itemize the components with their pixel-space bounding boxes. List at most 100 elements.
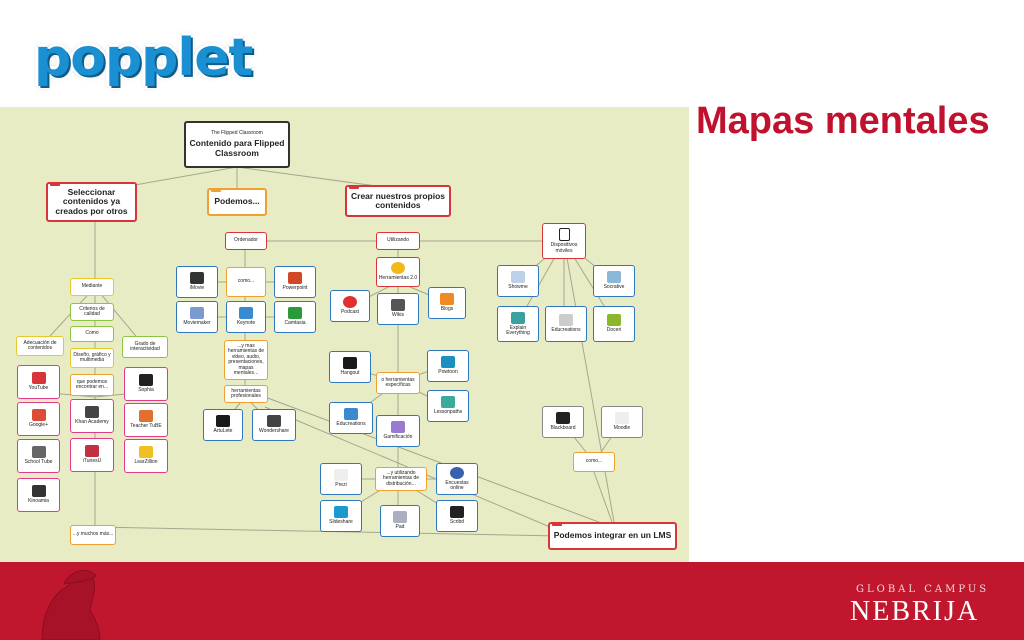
node-label: Hangout — [340, 370, 360, 377]
node-padlet[interactable]: Pad — [380, 505, 420, 537]
node-podemos[interactable]: Podemos... — [207, 188, 267, 216]
node-dispositivos[interactable]: Dispositivos móviles — [542, 223, 586, 259]
node-profesionales[interactable]: herramientas profesionales — [224, 385, 268, 403]
itunesu-icon — [85, 445, 99, 458]
socrative-icon — [607, 271, 621, 284]
node-label: Kinoamia — [28, 498, 49, 505]
youtube-icon — [31, 372, 46, 385]
node-powtoon[interactable]: Powtoon — [427, 350, 469, 382]
lessonpaths-icon — [441, 396, 455, 409]
node-powerpoint[interactable]: Powerpoint — [274, 266, 316, 298]
node-label: que podemos encontrar en... — [75, 378, 109, 390]
node-diseno[interactable]: Diseño, gráfico y multimedia — [70, 348, 114, 368]
node-doceri[interactable]: Doceri — [593, 306, 635, 342]
node-label: Ordenador — [234, 237, 258, 244]
node-especificas[interactable]: o herramientas específicas — [376, 372, 420, 394]
node-y-muchos[interactable]: ...y muchos más... — [70, 525, 116, 545]
node-educreations-site[interactable]: Educreations — [329, 402, 373, 434]
node-como-lms[interactable]: como... — [573, 452, 615, 472]
node-showme[interactable]: Showme — [497, 265, 539, 297]
node-label: Wondershare — [259, 428, 289, 435]
teachertube-icon — [139, 410, 153, 423]
node-moviemaker[interactable]: Moviemaker — [176, 301, 218, 333]
hangout-icon — [343, 357, 357, 370]
node-sophia[interactable]: Sophia — [124, 367, 168, 401]
wondershare-icon — [267, 415, 281, 428]
node-utilizando[interactable]: Utilizando — [376, 232, 420, 250]
node-label: Seleccionar contenidos ya creados por ot… — [55, 186, 128, 216]
node-mediante[interactable]: Mediante — [70, 278, 114, 296]
prezi-icon — [334, 469, 348, 482]
node-label: Gamificación — [383, 434, 413, 441]
node-label: Scribd — [449, 519, 465, 526]
node-schooltube[interactable]: School Tube — [17, 439, 60, 473]
node-crear[interactable]: Crear nuestros propios contenidos — [345, 185, 451, 217]
node-keynote[interactable]: Keynote — [226, 301, 266, 333]
node-label: Lessonpaths — [433, 409, 463, 416]
node-ordenador[interactable]: Ordenador — [225, 232, 267, 250]
node-teachertube[interactable]: Teacher TuBE — [124, 403, 168, 437]
node-label: Sophia — [138, 387, 154, 394]
node-kinoamia[interactable]: Kinoamia — [17, 478, 60, 512]
root-caption: The Flipped Classroom — [211, 129, 263, 136]
google-plus-icon — [31, 409, 46, 422]
popplet-logo: popplet — [34, 28, 253, 88]
node-distribucion[interactable]: ...y utilizando herramientas de distribu… — [375, 467, 427, 491]
node-prezi[interactable]: Prezi — [320, 463, 362, 495]
node-mas-herramientas[interactable]: ...y mas herramientas de video, audio, p… — [224, 340, 268, 380]
node-label: Socrative — [603, 284, 625, 291]
node-blackboard[interactable]: Blackboard — [542, 406, 584, 438]
node-label: Diseño, gráfico y multimedia — [73, 351, 111, 363]
global-campus-label: GLOBAL CAMPUS — [856, 584, 990, 595]
node-label: como... — [237, 278, 255, 285]
node-criterios[interactable]: Criterios de calidad — [70, 303, 114, 321]
node-podcast[interactable]: Podcast — [330, 290, 370, 322]
root-label: Contenido para Flipped Classroom — [189, 138, 285, 158]
node-label: Blackboard — [550, 425, 576, 432]
node-label: ArtuLete — [213, 428, 233, 435]
node-blogs[interactable]: Blogs — [428, 287, 466, 319]
node-label: Educreations — [551, 327, 581, 334]
node-gamificacion[interactable]: Gamificación — [376, 415, 420, 447]
root-node[interactable]: The Flipped Classroom Contenido para Fli… — [184, 121, 290, 168]
node-lessonpaths[interactable]: Lessonpaths — [427, 390, 469, 422]
schooltube-icon — [31, 446, 46, 459]
node-label: Pad — [395, 524, 405, 531]
khan-icon — [85, 406, 99, 419]
node-imovie[interactable]: iMovie — [176, 266, 218, 298]
node-tab — [552, 524, 562, 526]
node-web20[interactable]: Herramientas 2.0 — [376, 257, 420, 287]
node-learnzillion[interactable]: LearZillion — [124, 439, 168, 473]
node-camtasia[interactable]: Camtasia — [274, 301, 316, 333]
padlet-icon — [393, 511, 407, 524]
node-grado[interactable]: Grado de interactividad — [122, 336, 168, 358]
node-socrative[interactable]: Socrative — [593, 265, 635, 297]
node-encuestas[interactable]: Encuestas online — [436, 463, 478, 495]
node-itunesu[interactable]: iTunesU — [70, 438, 114, 472]
node-educreations[interactable]: Educreations — [545, 306, 587, 342]
educreations-app-icon — [559, 314, 573, 327]
doceri-icon — [607, 314, 621, 327]
node-scribd[interactable]: Scribd — [436, 500, 478, 532]
node-explain[interactable]: Explain Everything — [497, 306, 539, 342]
node-moodle[interactable]: Moodle — [601, 406, 643, 438]
node-podemos-lms[interactable]: Podemos integrar en un LMS — [548, 522, 677, 550]
sophia-icon — [139, 374, 153, 387]
node-wikis[interactable]: Wikis — [377, 293, 419, 325]
node-adecuacion[interactable]: Adecuación de contenidos — [16, 336, 64, 356]
node-que-podemos[interactable]: que podemos encontrar en... — [70, 374, 114, 396]
node-label: Powtoon — [438, 369, 458, 376]
node-como-left[interactable]: Como — [70, 326, 114, 342]
node-wondershare[interactable]: Wondershare — [252, 409, 296, 441]
node-artrage[interactable]: ArtuLete — [203, 409, 243, 441]
node-hangout[interactable]: Hangout — [329, 351, 371, 383]
blackboard-icon — [556, 412, 570, 425]
node-seleccionar[interactable]: Seleccionar contenidos ya creados por ot… — [46, 182, 137, 222]
node-label: Podemos integrar en un LMS — [553, 530, 672, 541]
node-slideshare[interactable]: Slideshare — [320, 500, 362, 532]
node-google[interactable]: Google+ — [17, 402, 60, 436]
node-como-ordenador[interactable]: como... — [226, 267, 266, 297]
node-khan[interactable]: Khan Academy — [70, 399, 114, 433]
node-youtube[interactable]: YouTube — [17, 365, 60, 399]
node-tab — [211, 190, 221, 192]
